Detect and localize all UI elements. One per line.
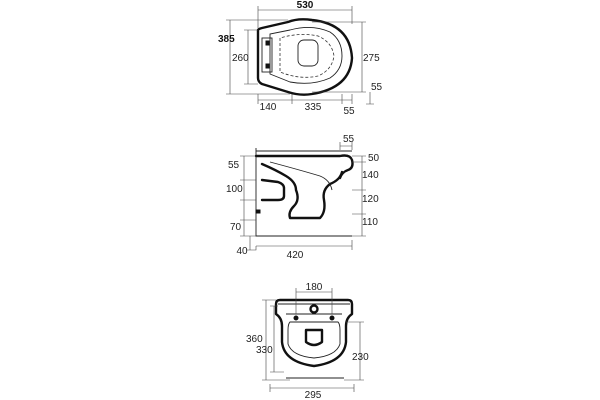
side-view-dim-100: 100 bbox=[226, 184, 243, 195]
side-view-dim-110: 110 bbox=[362, 217, 378, 228]
back-view-dim-295-line bbox=[269, 384, 355, 392]
top-view-dim-140: 140 bbox=[260, 102, 277, 113]
top-view-fixing-hole-upper bbox=[265, 40, 270, 46]
top-view-dim-335: 335 bbox=[305, 102, 322, 113]
back-view-dim-330: 330 bbox=[256, 345, 273, 356]
back-view-dim-230-line bbox=[344, 321, 364, 381]
top-view-dim-275: 275 bbox=[363, 53, 380, 64]
back-view-top-hole bbox=[309, 304, 319, 314]
top-view-bowl-hole bbox=[297, 39, 319, 67]
side-view-dim-top-right-line bbox=[339, 142, 353, 150]
side-view-dim-50: 50 bbox=[368, 153, 380, 164]
side-view-dim-120: 120 bbox=[362, 194, 379, 205]
top-view-dim-55-right: 55 bbox=[371, 82, 383, 93]
top-view-dim-55-bottom: 55 bbox=[343, 106, 355, 117]
side-view-dim-bottom-line bbox=[256, 240, 353, 250]
side-view-dim-floor-line bbox=[246, 236, 257, 251]
top-view-bowl-outline bbox=[256, 18, 354, 96]
top-view-dim-bottom-line bbox=[257, 94, 353, 104]
side-view-dim-55-left: 55 bbox=[228, 160, 240, 171]
side-view-dim-left-line bbox=[240, 155, 256, 237]
top-view-inner-rim bbox=[269, 27, 343, 84]
back-view-inner-bowl bbox=[287, 321, 341, 359]
top-view-dim-260: 260 bbox=[232, 53, 249, 64]
back-view-dim-330-line bbox=[270, 305, 284, 373]
back-view-dim-360-line bbox=[262, 299, 290, 381]
back-view-dim-180-line bbox=[295, 288, 333, 314]
side-view-dim-right-line bbox=[352, 155, 366, 237]
side-view-dim-40: 40 bbox=[236, 246, 248, 257]
top-view-seat-opening bbox=[279, 34, 335, 78]
back-view-dim-360: 360 bbox=[246, 334, 263, 345]
top-view-fixing-hole-lower bbox=[265, 63, 270, 69]
back-view: 180 360 330 230 295 bbox=[246, 282, 369, 400]
top-view-dim-260-line bbox=[244, 29, 258, 85]
side-view-dim-70: 70 bbox=[230, 222, 242, 233]
top-view-dim-385: 385 bbox=[218, 34, 235, 45]
side-view-dim-420: 420 bbox=[287, 250, 304, 261]
back-view-dim-180: 180 bbox=[306, 282, 323, 293]
side-view: 55 55 100 70 40 420 50 140 120 110 bbox=[226, 134, 380, 261]
back-view-fixing-right bbox=[329, 315, 335, 321]
top-view-dim-530-line bbox=[257, 6, 353, 28]
side-view-fixing-mark bbox=[255, 209, 261, 214]
top-view-mount-block bbox=[261, 37, 273, 73]
top-view-dim-55-right-line bbox=[366, 92, 374, 105]
side-view-trap bbox=[260, 178, 286, 202]
top-view: 530 385 260 275 55 140 335 55 bbox=[218, 0, 383, 117]
side-view-dim-55-top: 55 bbox=[343, 134, 355, 145]
top-view-dim-530: 530 bbox=[297, 0, 314, 11]
back-view-dim-295: 295 bbox=[305, 390, 322, 400]
back-view-fixing-left bbox=[293, 315, 299, 321]
back-view-dim-230: 230 bbox=[352, 352, 369, 363]
side-view-dim-140: 140 bbox=[362, 170, 379, 181]
side-view-rim bbox=[254, 154, 354, 180]
side-view-wall-line bbox=[255, 148, 352, 237]
back-view-top-shelf bbox=[278, 303, 350, 315]
back-view-body-outline bbox=[274, 298, 354, 368]
back-view-outlet bbox=[304, 328, 324, 347]
side-view-bowl-body bbox=[260, 162, 344, 220]
top-view-dim-275-line bbox=[312, 21, 366, 93]
side-view-inner-bowl bbox=[269, 161, 333, 191]
